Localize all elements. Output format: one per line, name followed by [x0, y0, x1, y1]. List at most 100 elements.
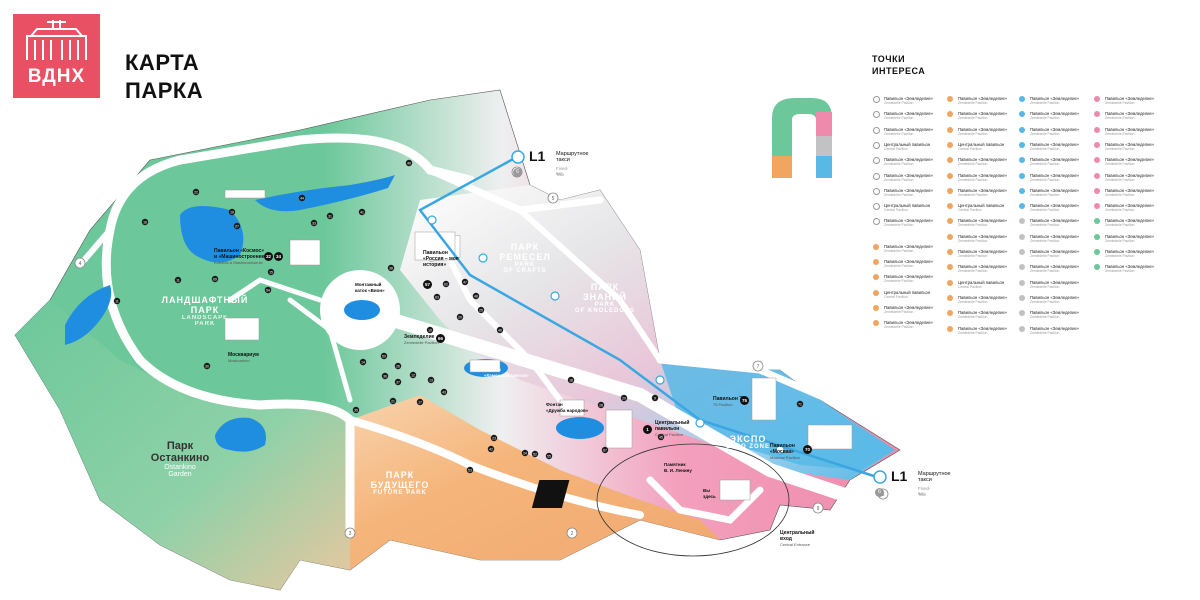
legend-item[interactable]: Павильон «Земледелие»Zemledelie Pavilion	[947, 111, 1007, 121]
legend-item[interactable]: Павильон «Земледелие»Zemledelie Pavilion	[873, 274, 933, 284]
poi-marker[interactable]: 10	[426, 326, 434, 334]
poi-marker[interactable]: 52	[531, 450, 539, 458]
taxi-stop-marker[interactable]	[550, 291, 560, 301]
legend-item[interactable]: Павильон «Земледелие»Zemledelie Pavilion	[947, 249, 1007, 259]
poi-marker[interactable]: 29	[456, 313, 464, 321]
place-moskvarium[interactable]: Москвариум Moskvarium	[228, 352, 259, 363]
poi-marker[interactable]: 55	[545, 452, 553, 460]
place-kosmos[interactable]: Павильон «Космос»и «Машиностроение» Kosm…	[214, 248, 283, 265]
place-stone-flower[interactable]: Фонтан«Каменный цветок»	[484, 367, 529, 378]
legend-item[interactable]: Павильон «Земледелие»Zemledelie Pavilion	[873, 157, 933, 167]
place-zemledelie[interactable]: Земледелие Zemledelie Pavilion 66	[404, 334, 445, 345]
place-friendship[interactable]: Фонтан«Дружба народов»	[546, 402, 589, 413]
legend-item[interactable]: Павильон «Земледелие»Zemledelie Pavilion	[1094, 172, 1154, 183]
legend-item[interactable]: Павильон «Земледелие»Zemledelie Pavilion	[947, 310, 1007, 320]
poi-marker[interactable]: 21	[389, 397, 397, 405]
poi-marker[interactable]: 53	[466, 466, 474, 474]
poi-marker[interactable]: 27	[233, 222, 241, 230]
legend-item[interactable]: Павильон «Земледелие»Zemledelie Pavilion	[1019, 310, 1079, 320]
legend-item[interactable]: Павильон «Земледелие»Zemledelie Pavilion	[947, 218, 1007, 228]
legend-item[interactable]: Павильон «Земледелие»Zemledelie Pavilion	[873, 218, 933, 228]
poi-marker[interactable]: 30	[203, 362, 211, 370]
legend-item[interactable]: Павильон «Земледелие»Zemledelie Pavilion	[1019, 111, 1079, 121]
poi-marker[interactable]: 46	[496, 326, 504, 334]
poi-marker[interactable]: 40	[405, 159, 413, 167]
poi-marker[interactable]: 38	[387, 264, 395, 272]
gate-marker[interactable]: 4	[74, 257, 86, 269]
place-moscow[interactable]: Павильон«Москва» Moscow Pavilion 70	[770, 443, 812, 460]
poi-marker[interactable]: 20	[620, 394, 628, 402]
poi-marker[interactable]: 15	[267, 268, 275, 276]
poi-marker[interactable]: 42	[487, 445, 495, 453]
gate-marker[interactable]: 9	[812, 502, 824, 514]
legend-item[interactable]: Павильон «Земледелие»Zemledelie Pavilion	[947, 126, 1007, 137]
poi-marker[interactable]: 31	[326, 212, 334, 220]
poi-marker[interactable]: 71	[796, 400, 804, 408]
poi-marker[interactable]: 35	[352, 406, 360, 414]
poi-marker[interactable]: 18	[567, 376, 575, 384]
legend-item[interactable]: Павильон «Земледелие»Zemledelie Pavilion	[947, 172, 1007, 183]
legend-item[interactable]: Павильон «Земледелие»Zemledelie Pavilion	[873, 304, 933, 315]
legend-item[interactable]: Павильон «Земледелие»Zemledelie Pavilion	[947, 96, 1007, 106]
poi-marker[interactable]: 24	[521, 449, 529, 457]
poi-marker[interactable]: 9	[651, 394, 659, 402]
legend-item[interactable]: Павильон «Земледелие»Zemledelie Pavilion	[873, 243, 933, 254]
legend-item[interactable]: Павильон «Земледелие»Zemledelie Pavilion	[1019, 157, 1079, 167]
legend-item[interactable]: Павильон «Земледелие»Zemledelie Pavilion	[947, 294, 1007, 305]
taxi-stop-marker[interactable]	[695, 418, 705, 428]
gate-marker[interactable]: 7	[752, 360, 764, 372]
legend-item[interactable]: Павильон «Земледелие»Zemledelie Pavilion	[1094, 249, 1154, 259]
poi-marker[interactable]: 37	[394, 378, 402, 386]
legend-item[interactable]: Павильон «Земледелие»Zemledelie Pavilion	[1094, 111, 1154, 121]
legend-item[interactable]: Павильон «Земледелие»Zemledelie Pavilion	[1094, 187, 1154, 198]
legend-item[interactable]: Павильон «Земледелие»Zemledelie Pavilion	[1094, 218, 1154, 228]
poi-marker[interactable]: 47	[461, 278, 469, 286]
legend-item[interactable]: Павильон «Земледелие»Zemledelie Pavilion	[873, 172, 933, 183]
poi-marker[interactable]: 19	[228, 208, 236, 216]
poi-marker[interactable]: 48	[472, 292, 480, 300]
legend-item[interactable]: Павильон «Земледелие»Zemledelie Pavilion	[873, 259, 933, 269]
poi-marker[interactable]: 67	[601, 446, 609, 454]
legend-item[interactable]: Павильон «Земледелие»Zemledelie Pavilion	[947, 325, 1007, 336]
taxi-stop-marker[interactable]	[427, 215, 437, 225]
legend-item[interactable]: Павильон «Земледелие»Zemledelie Pavilion	[1094, 264, 1154, 274]
legend-item[interactable]: Павильон «Земледелие»Zemledelie Pavilion	[1019, 264, 1079, 274]
legend-item[interactable]: Павильон «Земледелие»Zemledelie Pavilion	[873, 320, 933, 330]
legend-item[interactable]: Павильон «Земледелие»Zemledelie Pavilion	[1094, 157, 1154, 167]
taxi-stop-marker[interactable]	[775, 445, 785, 455]
legend-item[interactable]: Павильон «Земледелие»Zemledelie Pavilion	[947, 187, 1007, 198]
legend-item[interactable]: Павильон «Земледелие»Zemledelie Pavilion	[1019, 172, 1079, 183]
poi-marker[interactable]: 23	[490, 434, 498, 442]
legend-item[interactable]: Павильон «Земледелие»Zemledelie Pavilion	[873, 187, 933, 198]
poi-marker[interactable]: 62	[442, 280, 450, 288]
you-are-here-marker[interactable]	[531, 480, 570, 508]
poi-marker[interactable]: 44	[298, 194, 306, 202]
gate-marker[interactable]: 5	[547, 192, 559, 204]
legend-item[interactable]: Павильон «Земледелие»Zemledelie Pavilion	[1019, 187, 1079, 198]
legend-item[interactable]: Павильон «Земледелие»Zemledelie Pavilion	[1019, 126, 1079, 137]
poi-marker[interactable]: 14	[359, 358, 367, 366]
legend-item[interactable]: Павильон «Земледелие»Zemledelie Pavilion	[1019, 141, 1079, 152]
legend-item[interactable]: Павильон «Земледелие»Zemledelie Pavilion	[1019, 294, 1079, 305]
gate-marker[interactable]: 2	[566, 527, 578, 539]
legend-item[interactable]: Павильон «Земледелие»Zemledelie Pavilion	[1019, 325, 1079, 336]
poi-marker[interactable]: 43	[440, 388, 448, 396]
poi-marker[interactable]: 50	[380, 352, 388, 360]
poi-marker[interactable]: 11	[113, 297, 121, 305]
poi-marker[interactable]: 69	[211, 275, 219, 283]
poi-marker[interactable]: 33	[310, 219, 318, 227]
legend-item[interactable]: Павильон «Земледелие»Zemledelie Pavilion	[947, 264, 1007, 274]
poi-marker[interactable]: 41	[358, 208, 366, 216]
poi-marker[interactable]: 16	[141, 218, 149, 226]
